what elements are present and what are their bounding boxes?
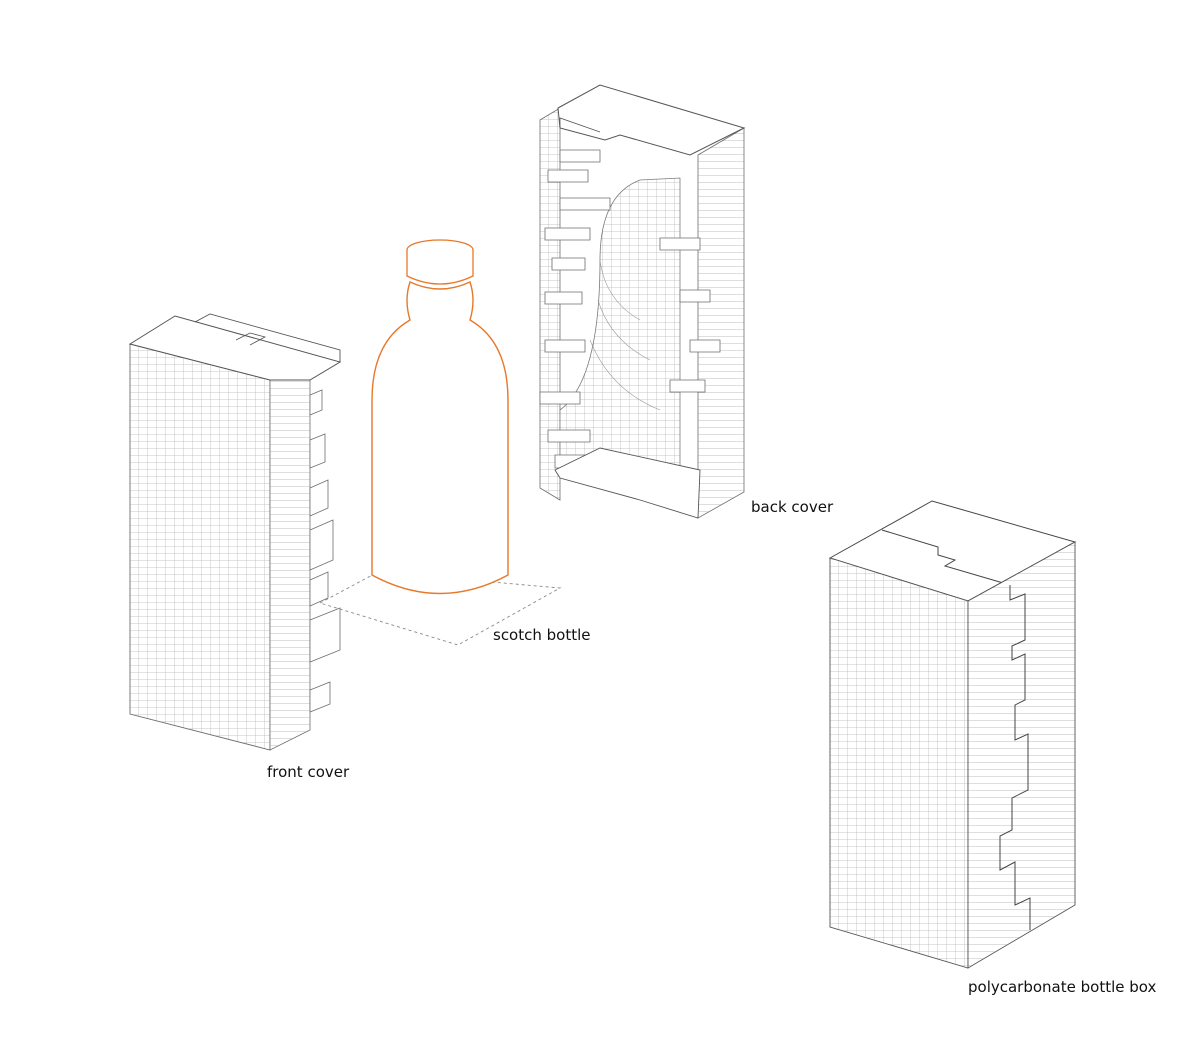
scotch-bottle-label: scotch bottle [493,626,591,644]
back-cover [539,84,746,519]
front-cover [128,313,342,751]
front-cover-label: front cover [267,763,350,781]
scotch-bottle [318,239,562,646]
bottle-box-label: polycarbonate bottle box [968,978,1157,996]
back-cover-label: back cover [751,498,834,516]
polycarbonate-bottle-box [828,500,1077,969]
